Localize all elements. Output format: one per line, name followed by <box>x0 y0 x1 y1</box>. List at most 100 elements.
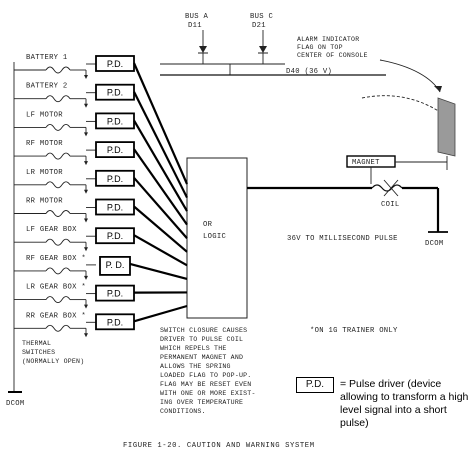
input-arrow-icon <box>84 161 88 166</box>
thermal-note-line-3: (NORMALLY OPEN) <box>22 358 84 365</box>
alarm-note-line-2: FLAG ON TOP <box>297 44 343 51</box>
thermal-note: THERMAL SWITCHES (NORMALLY OPEN) <box>22 340 84 365</box>
pulse-driver-label: P. D. <box>106 260 125 270</box>
switch-note-line-6: LOADED FLAG TO POP-UP. <box>160 372 251 379</box>
thermal-switch-icon <box>45 123 71 131</box>
switch-note-line-9: ING OVER TEMPERATURE <box>160 399 243 406</box>
coil-label: COIL <box>381 201 399 209</box>
input-channel: LR GEAR BOX * P.D. <box>14 284 188 309</box>
d40-label: D40 (36 V) <box>286 68 332 76</box>
input-channel: RF GEAR BOX * P. D. <box>14 255 188 280</box>
input-arrow-icon <box>84 218 88 223</box>
pulse-driver-label: P.D. <box>107 203 123 213</box>
leader-arrow <box>379 59 441 93</box>
input-channel: RR GEAR BOX * P.D. <box>14 304 188 338</box>
dcom-left-label: DCOM <box>6 400 24 408</box>
bus-c-diode-icon <box>259 46 267 53</box>
driver-to-logic-wire <box>129 262 188 280</box>
input-label: RR GEAR BOX * <box>26 312 86 320</box>
or-logic-line-2: LOGIC <box>203 233 226 241</box>
thermal-switch-icon <box>45 210 71 217</box>
dcom-right-label: DCOM <box>425 240 443 248</box>
thermal-switch-icon <box>45 95 71 103</box>
input-channel: BATTERY 1 P.D. <box>14 54 189 185</box>
switch-note-line-10: CONDITIONS. <box>160 408 206 415</box>
thermal-note-line-1: THERMAL <box>22 340 51 347</box>
legend-pd-box: P.D. <box>296 377 334 393</box>
bus-a-id: D11 <box>188 22 202 30</box>
thermal-switch-icon <box>45 324 71 332</box>
bus-c-id: D21 <box>252 22 266 30</box>
driver-to-logic-wire <box>133 119 188 212</box>
input-arrow-icon <box>84 275 88 280</box>
or-logic-line-1: OR <box>203 221 213 229</box>
driver-to-logic-wire <box>133 177 188 239</box>
thermal-switch-icon <box>45 66 71 74</box>
input-label: RR MOTOR <box>26 198 63 206</box>
driver-to-logic-wire <box>133 148 188 226</box>
driver-to-logic-wire <box>133 234 188 267</box>
pulse-driver-label: P.D. <box>107 289 123 299</box>
switch-note-line-5: ALLOWS THE SPRING <box>160 363 231 370</box>
switch-note-line-4: PERMANENT MAGNET AND <box>160 354 243 361</box>
alarm-note-line-3: CENTER OF CONSOLE <box>297 52 368 59</box>
input-arrow-icon <box>84 75 88 79</box>
driver-to-logic-wire <box>133 205 188 253</box>
alarm-note-line-1: ALARM INDICATOR <box>297 36 359 43</box>
leader-arrowhead-icon <box>434 86 442 92</box>
trainer-note: *ON 1G TRAINER ONLY <box>310 327 398 335</box>
bus-c-label: BUS C <box>250 13 273 21</box>
input-label: LF MOTOR <box>26 111 63 119</box>
pulse-label: 36V TO MILLISECOND PULSE <box>287 235 398 243</box>
driver-to-logic-wire <box>132 62 189 185</box>
input-channel: LF MOTOR P.D. <box>14 111 188 212</box>
input-arrow-icon <box>84 333 88 338</box>
thermal-switch-icon <box>45 152 71 160</box>
input-label: BATTERY 2 <box>26 83 68 91</box>
pulse-driver-label: P.D. <box>107 231 123 241</box>
thermal-switch-icon <box>45 296 71 304</box>
input-label: LR MOTOR <box>26 169 63 177</box>
pulse-driver-label: P.D. <box>107 116 123 126</box>
alarm-indicator: ALARM INDICATOR FLAG ON TOP CENTER OF CO… <box>297 36 456 184</box>
pulse-driver-label: P.D. <box>107 59 123 69</box>
pulse-driver-box <box>95 313 135 331</box>
magnet-label: MAGNET <box>352 159 380 167</box>
input-channel: LF GEAR BOX P.D. <box>14 226 188 267</box>
coil-circuit: COIL DCOM <box>247 179 448 248</box>
input-channel: RR MOTOR P.D. <box>14 198 188 253</box>
pulse-driver-box <box>99 255 131 276</box>
switch-note-line-1: SWITCH CLOSURE CAUSES <box>160 327 247 334</box>
pulse-driver-label: P.D. <box>107 317 123 327</box>
driver-to-logic-wire <box>133 91 188 199</box>
legend-text: = Pulse driver (device allowing to trans… <box>340 378 469 429</box>
input-label: RF MOTOR <box>26 140 63 148</box>
input-label: LR GEAR BOX * <box>26 284 86 292</box>
input-label: RF GEAR BOX * <box>26 255 86 263</box>
thermal-switch-icon <box>45 267 71 275</box>
switch-note-line-8: WITH ONE OR MORE EXIST- <box>160 390 256 397</box>
bus-feeds: BUS A D11 BUS C D21 D40 (36 V) <box>160 13 386 76</box>
bus-a-diode-icon <box>199 46 207 53</box>
input-channel: LR MOTOR P.D. <box>14 169 188 239</box>
input-label: LF GEAR BOX <box>26 226 77 234</box>
coil-icon <box>371 184 403 192</box>
input-arrow-icon <box>84 103 88 108</box>
input-arrow-icon <box>84 189 88 194</box>
bus-a-label: BUS A <box>185 13 208 21</box>
switch-note-line-2: DRIVER TO PULSE COIL <box>160 336 243 343</box>
alarm-flag-icon <box>437 97 456 157</box>
input-label: BATTERY 1 <box>26 54 68 62</box>
pulse-driver-label: P.D. <box>107 145 123 155</box>
switch-note-line-7: FLAG MAY BE RESET EVEN <box>160 381 251 388</box>
switch-note: SWITCH CLOSURE CAUSES DRIVER TO PULSE CO… <box>160 327 256 415</box>
switch-ladder: DCOM <box>6 62 24 408</box>
coil-cross-2 <box>383 179 399 197</box>
switch-note-line-3: WHICH REPELS THE <box>160 345 227 352</box>
pulse-driver-box <box>95 284 135 302</box>
thermal-switch-icon <box>45 181 71 189</box>
input-channels: BATTERY 1 P.D. BATTERY 2 P.D. LF MOTOR P.D. RF… <box>14 54 189 338</box>
figure-caption: FIGURE 1-20. CAUTION AND WARNING SYSTEM <box>123 442 315 450</box>
pulse-driver-label: P.D. <box>107 174 123 184</box>
